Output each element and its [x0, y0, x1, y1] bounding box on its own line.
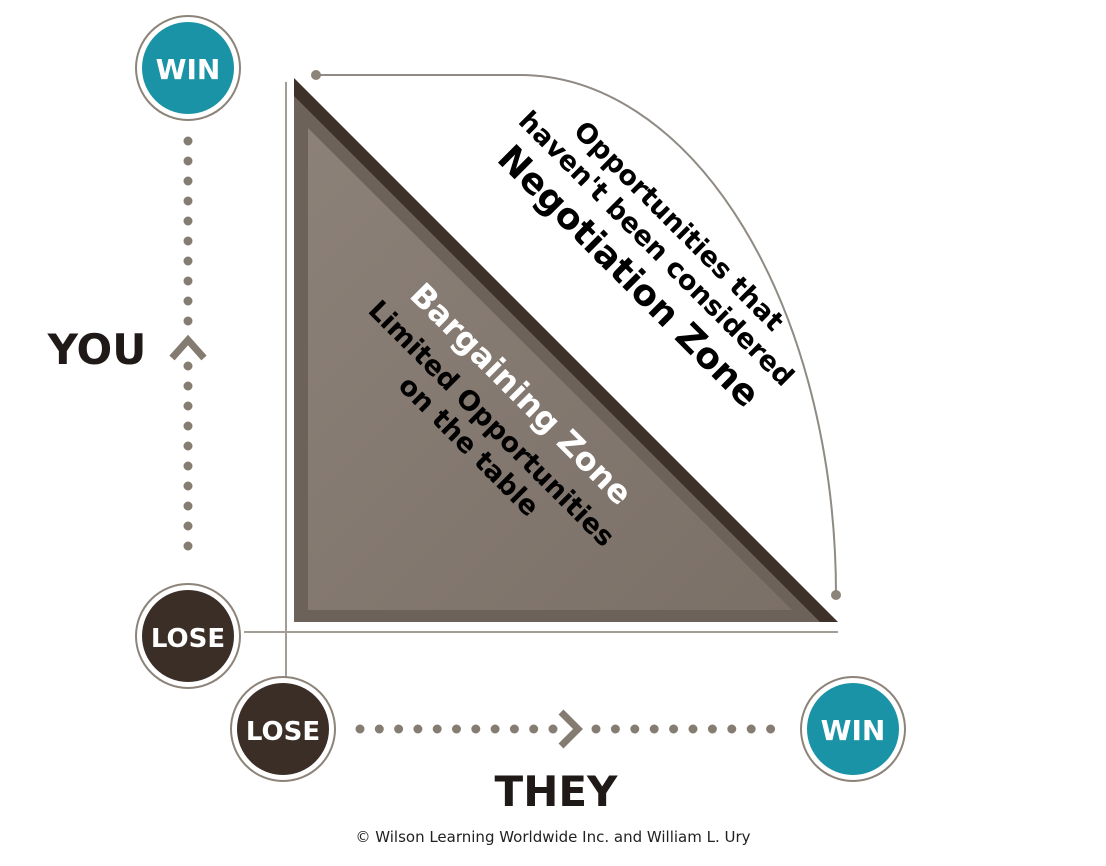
axis-dot: [649, 724, 659, 734]
axis-dot: [183, 501, 193, 511]
chevron-right-icon: [558, 709, 583, 749]
axis-dot: [183, 316, 193, 326]
axis-dot: [413, 724, 423, 734]
axis-dot: [183, 236, 193, 246]
axis-dot: [183, 361, 193, 371]
they-win-node: WIN: [800, 676, 906, 782]
axis-dot: [509, 724, 519, 734]
you-lose-node: LOSE: [135, 583, 241, 689]
axis-dot: [688, 724, 698, 734]
they-lose-label: LOSE: [246, 717, 320, 747]
axis-dot: [394, 724, 404, 734]
axis-dot: [548, 724, 558, 734]
you-lose-label: LOSE: [151, 624, 225, 654]
axis-dot: [610, 724, 620, 734]
axis-dot: [183, 136, 193, 146]
axis-dot: [183, 276, 193, 286]
axis-dot: [183, 441, 193, 451]
axis-dot: [374, 724, 384, 734]
axis-dot: [707, 724, 717, 734]
you-win-label: WIN: [156, 53, 221, 86]
x-axis-label: THEY: [495, 767, 618, 816]
boundary-endpoint-top: [311, 70, 321, 80]
you-win-node: WIN: [135, 15, 241, 121]
axis-dot: [183, 216, 193, 226]
axis-dot: [183, 196, 193, 206]
axis-dot: [669, 724, 679, 734]
axis-dot: [183, 421, 193, 431]
chevron-up-icon: [169, 334, 207, 361]
negotiation-zone-boundary: [316, 74, 837, 596]
axis-dot: [183, 541, 193, 551]
axis-dot: [183, 256, 193, 266]
bargaining-zone-fill: [308, 128, 792, 610]
axis-dot: [452, 724, 461, 734]
axis-dot: [183, 461, 193, 471]
axis-dot: [183, 176, 193, 186]
y-axis-label: YOU: [47, 325, 147, 374]
axis-dot: [183, 156, 193, 166]
axis-dot: [766, 724, 776, 734]
copyright-notice: © Wilson Learning Worldwide Inc. and Wil…: [355, 828, 751, 846]
axis-dot: [183, 401, 193, 411]
they-lose-node: LOSE: [230, 676, 336, 782]
x-axis-dots: [355, 724, 776, 734]
axis-dot: [183, 296, 193, 306]
they-win-label: WIN: [821, 714, 886, 747]
axis-dot: [591, 724, 601, 734]
axis-dot: [183, 521, 193, 531]
axis-dot: [471, 724, 481, 734]
axis-dot: [183, 481, 193, 491]
y-axis-dots: [183, 136, 193, 551]
axis-dot: [432, 724, 442, 734]
axis-dot: [490, 724, 500, 734]
axis-dot: [630, 724, 640, 734]
axis-dot: [355, 724, 365, 734]
axis-dot: [727, 724, 737, 734]
axis-dot: [529, 724, 539, 734]
axis-dot: [746, 724, 756, 734]
axis-dot: [183, 381, 193, 391]
boundary-endpoint-right: [831, 590, 841, 600]
